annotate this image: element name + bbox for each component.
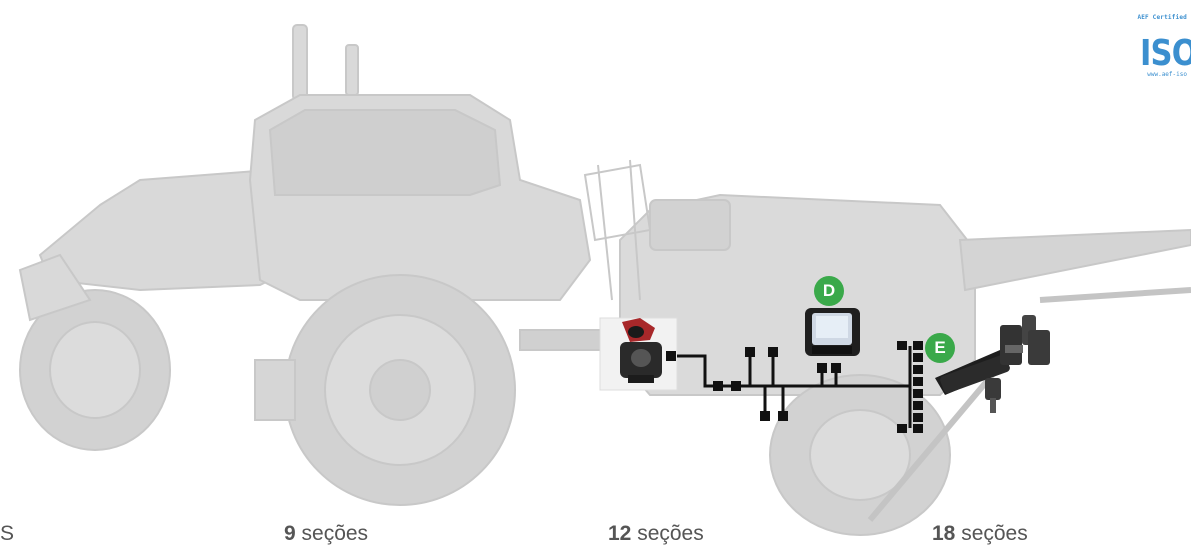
aef-certified-label: AEF Certified [1131, 14, 1187, 21]
section-option-18[interactable]: 18 seções [932, 522, 1028, 546]
ecu-control-box [805, 308, 860, 356]
pump-device [600, 318, 677, 390]
section-count: 9 [284, 522, 296, 545]
iso-certification-logo: AEF Certified ISO www.aef-iso [1131, 14, 1191, 78]
iso-logo-text: ISO [1140, 37, 1191, 71]
section-option-partial[interactable]: S [0, 522, 14, 546]
section-label: seções [631, 522, 703, 545]
section-count: 18 [932, 522, 955, 545]
marker-e-badge: E [925, 333, 955, 363]
section-label: seções [296, 522, 368, 545]
section-count: 12 [608, 522, 631, 545]
tractor-silhouette [20, 25, 590, 505]
section-label: seções [955, 522, 1027, 545]
marker-d-badge: D [814, 276, 844, 306]
section-option-12[interactable]: 12 seções [608, 522, 704, 546]
section-label: S [0, 522, 14, 545]
section-option-9[interactable]: 9 seções [284, 522, 368, 546]
